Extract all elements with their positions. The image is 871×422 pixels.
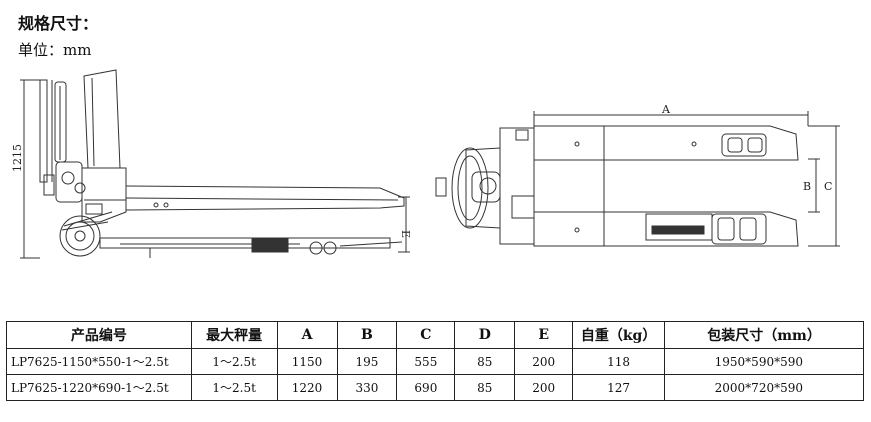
cell-b: 330 [336, 374, 398, 401]
cell-b: 195 [336, 348, 398, 375]
header-cell: 产品编号 [6, 321, 192, 349]
cell-e: 200 [514, 348, 574, 375]
dimension-c-label: C [824, 180, 832, 193]
dimension-e-label: E [399, 230, 412, 238]
table-row: LP7625-1150*550-1～2.5t 1～2.5t 1150 195 5… [6, 348, 864, 375]
cell-package: 1950*590*590 [664, 348, 864, 375]
cell-model: LP7625-1220*690-1～2.5t [6, 374, 192, 401]
technical-drawing: 1215 E A B C [11, 69, 840, 259]
cell-package: 2000*720*590 [664, 374, 864, 401]
cell-c: 690 [396, 374, 456, 401]
cell-weight: 118 [572, 348, 666, 375]
cell-model: LP7625-1150*550-1～2.5t [6, 348, 192, 375]
top-view [435, 111, 840, 247]
header-cell: D [454, 321, 516, 349]
header-cell: C [396, 321, 456, 349]
cell-d: 85 [454, 348, 516, 375]
height-dimension-label: 1215 [11, 144, 24, 172]
table-row: LP7625-1220*690-1～2.5t 1～2.5t 1220 330 6… [6, 374, 864, 401]
side-view [20, 69, 410, 259]
dimension-b-label: B [803, 180, 811, 193]
header-cell: B [336, 321, 398, 349]
header-cell: A [276, 321, 338, 349]
header-cell: E [514, 321, 574, 349]
header-cell: 最大秤量 [190, 321, 278, 349]
cell-capacity: 1～2.5t [190, 348, 278, 375]
dimension-a-label: A [661, 103, 671, 116]
table-header-row: 产品编号 最大秤量 A B C D E 自重（kg） 包装尺寸（mm） [6, 321, 864, 349]
spec-table: 产品编号 最大秤量 A B C D E 自重（kg） 包装尺寸（mm） LP76… [6, 321, 864, 401]
cell-a: 1220 [276, 374, 338, 401]
cell-d: 85 [454, 374, 516, 401]
page-title: 规格尺寸： [18, 14, 99, 33]
unit-label: 单位：mm [18, 41, 92, 59]
cell-capacity: 1～2.5t [190, 374, 278, 401]
cell-a: 1150 [276, 348, 338, 375]
header-cell: 自重（kg） [572, 321, 666, 349]
cell-e: 200 [514, 374, 574, 401]
cell-weight: 127 [572, 374, 666, 401]
header-cell: 包装尺寸（mm） [664, 321, 864, 349]
cell-c: 555 [396, 348, 456, 375]
